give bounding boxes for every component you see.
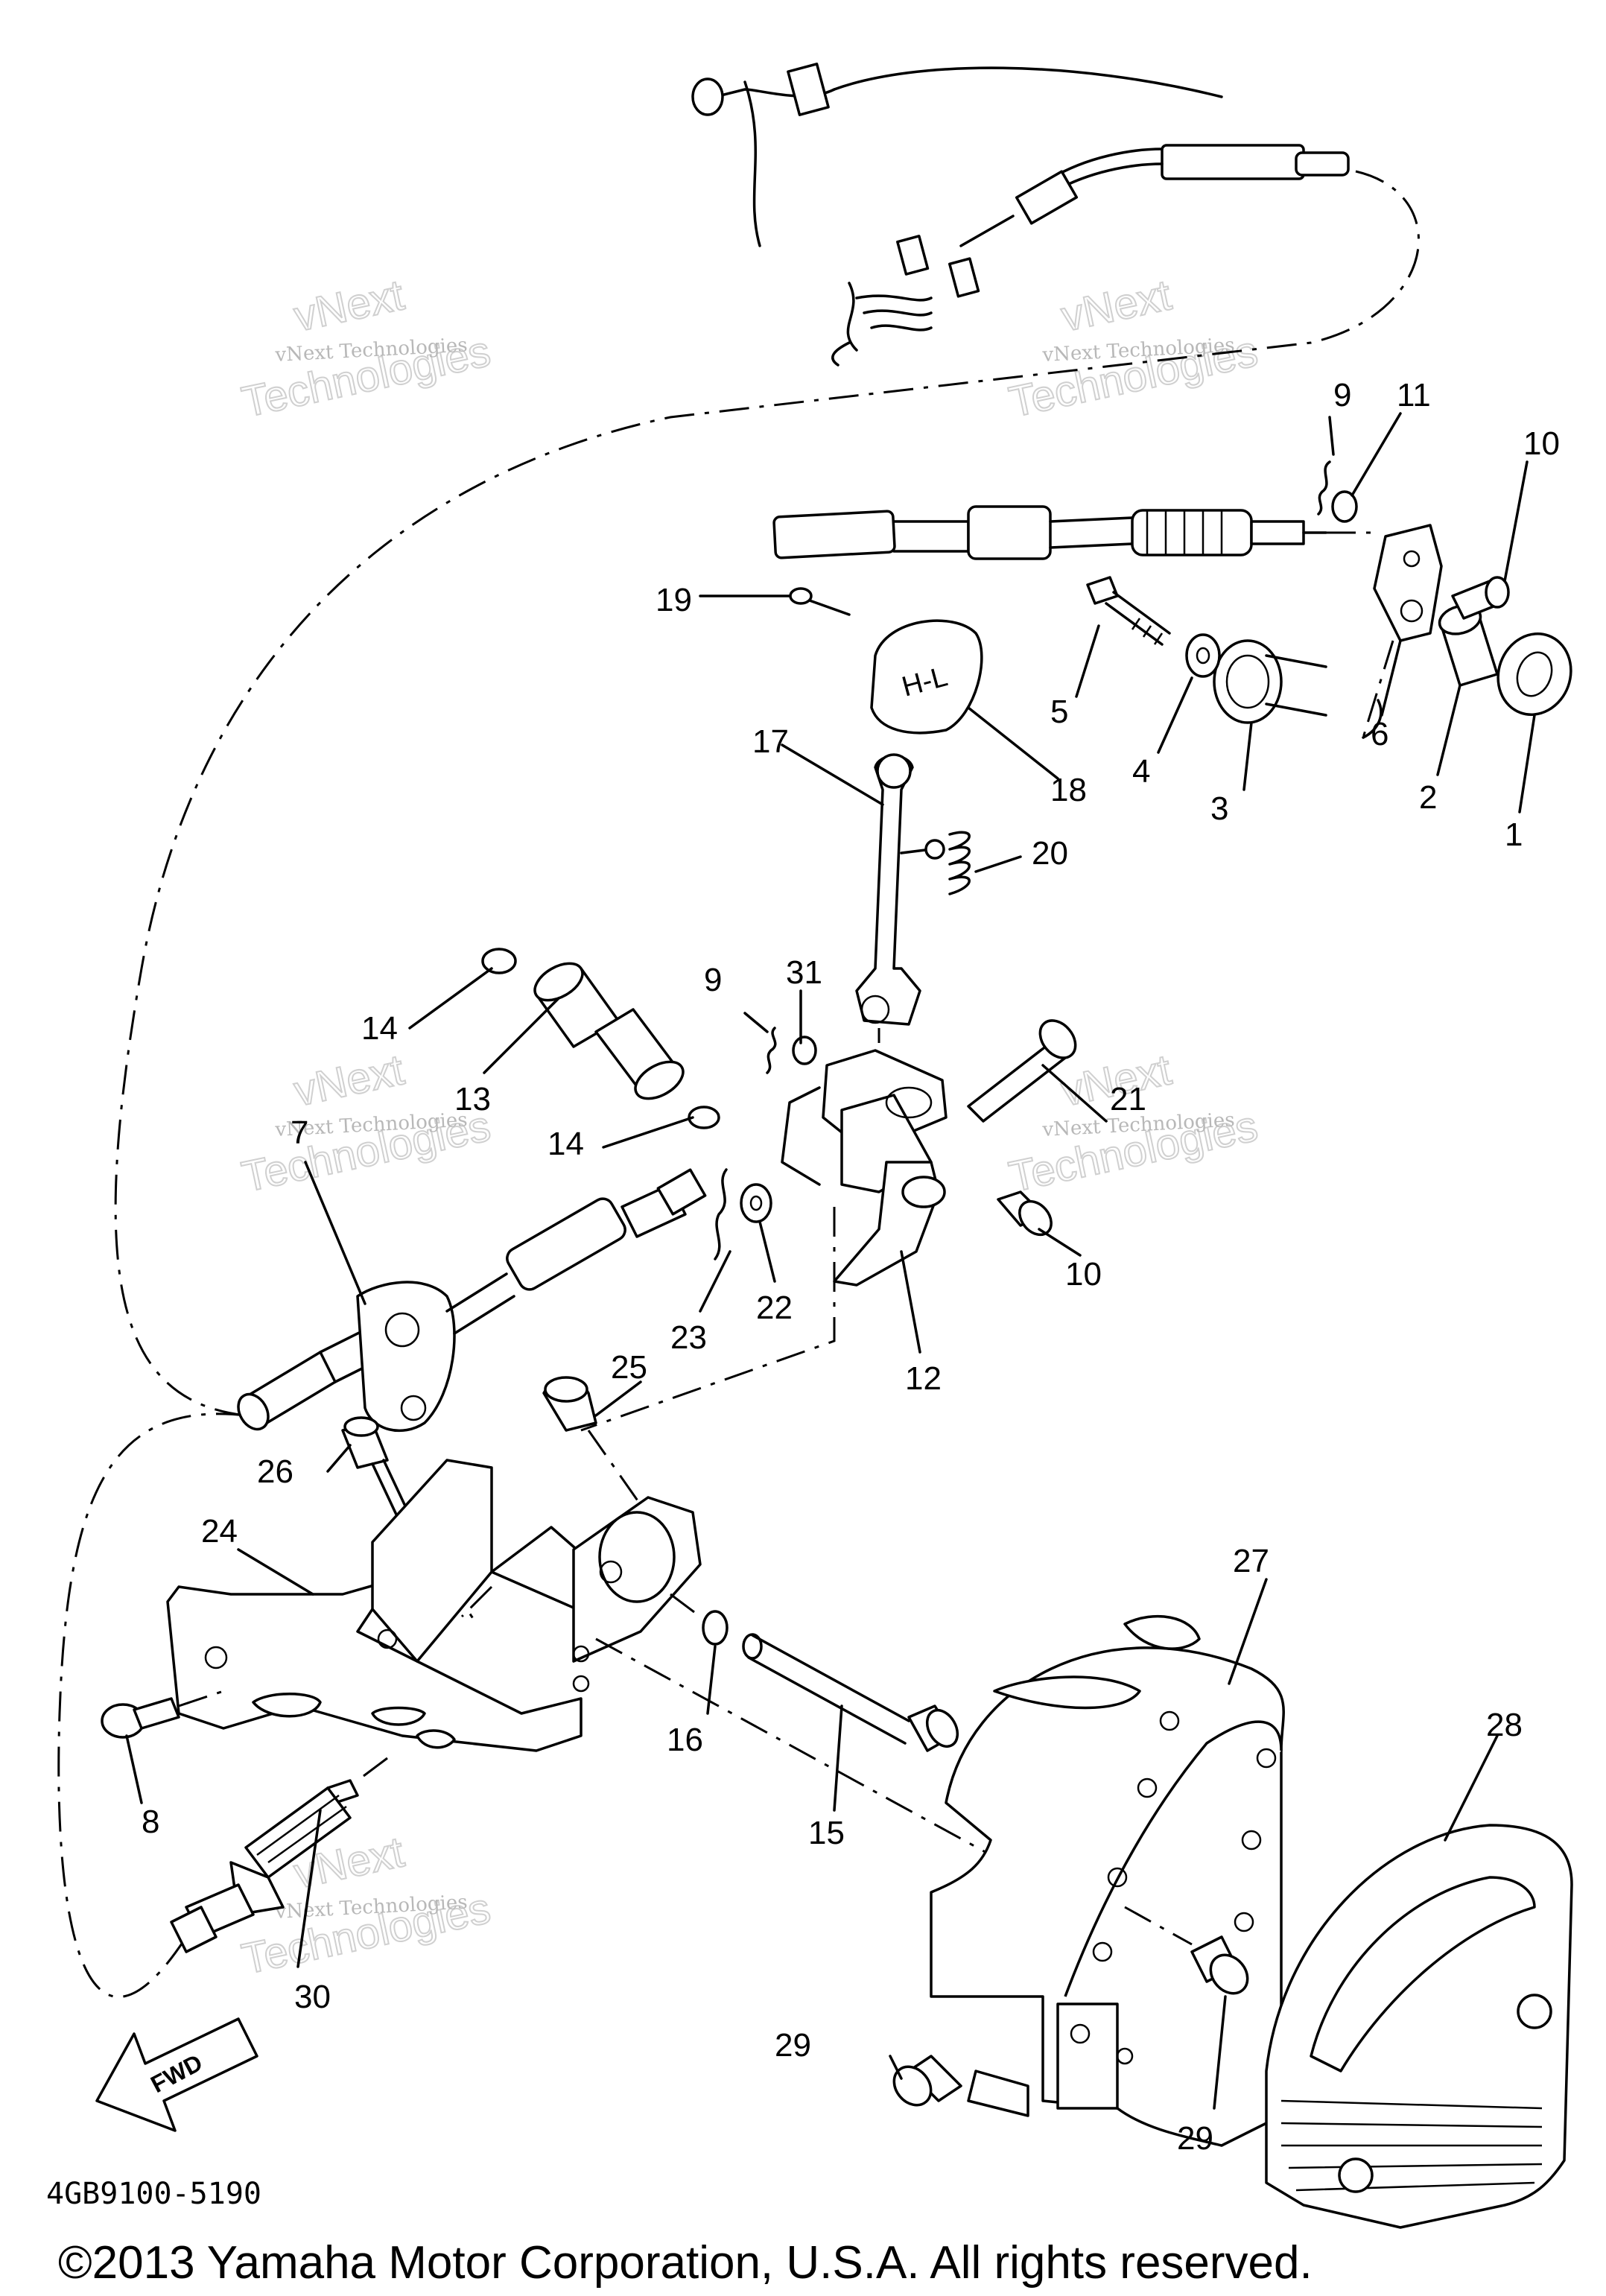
shift-cable-lower — [237, 1168, 707, 1433]
bolt-29-left — [892, 2055, 962, 2107]
copyright-notice: ©2013 Yamaha Motor Corporation, U.S.A. A… — [58, 2237, 1313, 2289]
part-label-24: 24 — [201, 1513, 238, 1550]
upper-cable-assembly — [691, 63, 1350, 367]
bolt-29-right — [1124, 1906, 1249, 1995]
part-label-23: 23 — [670, 1319, 707, 1356]
part-label-16: 16 — [667, 1722, 703, 1758]
diagram-code: 4GB9100-5190 — [46, 2177, 261, 2211]
part-label-14-lower: 14 — [548, 1126, 584, 1162]
part-label-10-upper: 10 — [1523, 425, 1560, 462]
watermark-vnext: vNext — [290, 1045, 408, 1115]
part-label-12: 12 — [905, 1360, 942, 1397]
cover-27 — [930, 1614, 1285, 2147]
part-label-3: 3 — [1210, 790, 1228, 827]
cable-routing-line-lower — [57, 1412, 247, 1998]
part-label-19: 19 — [656, 582, 692, 618]
part-label-10-lower: 10 — [1065, 1256, 1102, 1293]
part-label-14-upper: 14 — [361, 1010, 398, 1047]
cable-routing-line — [114, 170, 1420, 1417]
part-label-1: 1 — [1505, 816, 1523, 853]
watermark-top-right: vNext Technologies vNext Technologies — [1004, 270, 1263, 427]
watermark-mid-left: vNext Technologies vNext Technologies — [237, 1044, 495, 1202]
shift-lever — [855, 753, 971, 1026]
part-label-17: 17 — [752, 723, 789, 760]
part-label-13: 13 — [454, 1081, 491, 1117]
shift-cable-upper — [772, 505, 1327, 560]
part-label-7: 7 — [291, 1114, 308, 1151]
watermark-vnext: vNext — [1057, 270, 1175, 340]
part-label-31: 31 — [786, 954, 822, 991]
part-label-9-lower: 9 — [704, 962, 722, 998]
fwd-arrow-icon — [95, 2017, 258, 2132]
selector-bracket — [580, 1028, 948, 1432]
shaft-assembly — [481, 948, 720, 1129]
part-label-27: 27 — [1233, 1543, 1269, 1579]
cover-28 — [1265, 1824, 1573, 2229]
pin-10-lower — [997, 1190, 1053, 1237]
fwd-arrow: FWD — [95, 2017, 258, 2132]
part-label-18: 18 — [1050, 772, 1087, 808]
part-label-6: 6 — [1371, 716, 1388, 752]
part-label-4: 4 — [1132, 753, 1150, 790]
part-label-2: 2 — [1419, 779, 1437, 816]
part-label-28: 28 — [1486, 1707, 1523, 1743]
pin-21 — [967, 1019, 1077, 1123]
part-label-20: 20 — [1032, 835, 1068, 872]
cable-end-30 — [170, 1757, 388, 1953]
part-label-11: 11 — [1397, 377, 1431, 413]
mounting-bracket — [166, 1459, 702, 1752]
part-label-29-right: 29 — [1177, 2120, 1213, 2157]
lever-assembly-upper — [1086, 460, 1572, 739]
washer-16 — [670, 1593, 729, 1646]
shift-knob: H-L — [789, 587, 983, 735]
bolt-8 — [101, 1690, 224, 1739]
part-number-labels: 1 2 3 4 5 6 7 8 9 9 10 10 11 12 13 14 14… — [142, 377, 1560, 2157]
part-label-21: 21 — [1110, 1081, 1146, 1117]
part-label-8: 8 — [142, 1804, 159, 1840]
long-bolt-15 — [595, 1633, 991, 1856]
part-label-15: 15 — [808, 1815, 845, 1851]
watermark-vnext: vNext — [290, 270, 408, 340]
part-label-22: 22 — [756, 1290, 793, 1326]
part-label-25: 25 — [611, 1349, 647, 1386]
part-label-5: 5 — [1050, 694, 1068, 730]
leader-lines — [125, 412, 1536, 2110]
part-label-30: 30 — [294, 1979, 331, 2015]
part-label-29-left: 29 — [775, 2027, 811, 2064]
part-label-9-upper: 9 — [1333, 377, 1351, 413]
part-label-26: 26 — [257, 1453, 293, 1490]
small-parts-9-31-22-23 — [714, 1027, 817, 1260]
watermark-top-left: vNext Technologies vNext Technologies — [237, 270, 495, 427]
